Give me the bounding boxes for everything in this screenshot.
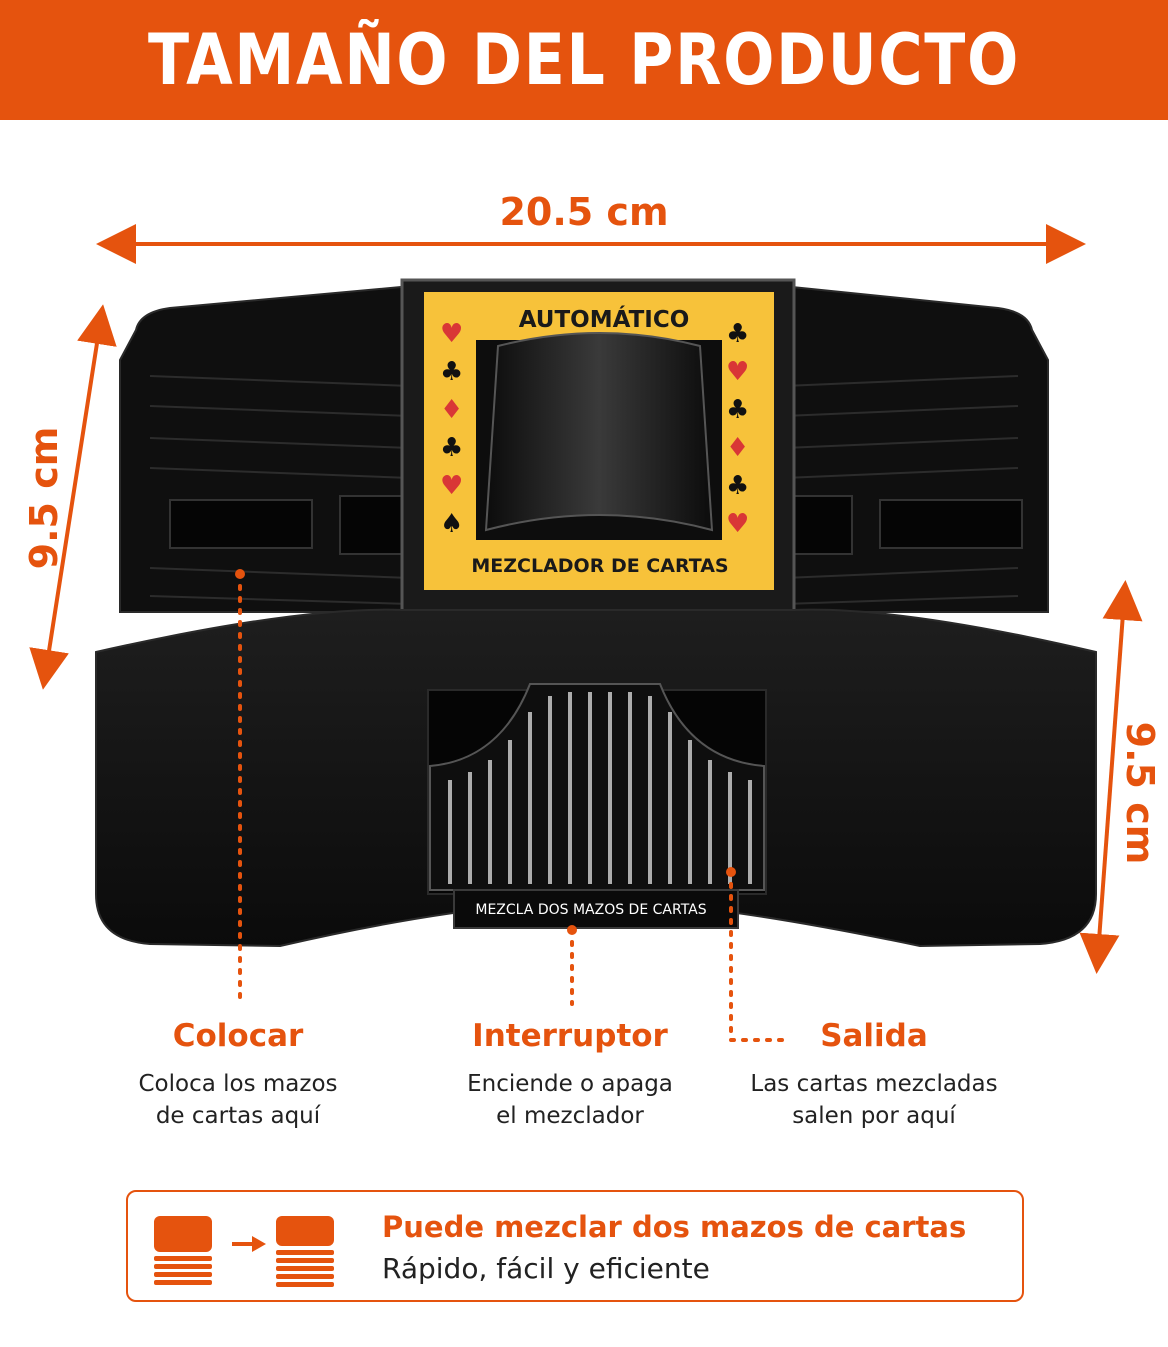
height-label: 9.5 cm: [1118, 721, 1162, 865]
heart-icon: ♥: [440, 471, 463, 501]
feature-title: Interruptor: [472, 1018, 668, 1054]
feature-colocar: Colocar Coloca los mazos de cartas aquí: [78, 1018, 398, 1132]
heart-icon: ♥: [726, 509, 749, 539]
drum: [484, 332, 714, 532]
height-arrow: [1079, 580, 1143, 974]
diamond-icon: ♦: [726, 433, 749, 463]
club-icon: ♣: [726, 319, 749, 349]
spade-icon: ♠: [440, 509, 463, 539]
right-card-tray: [781, 284, 1049, 613]
depth-arrow: [29, 304, 117, 690]
feature-salida: Salida Las cartas mezcladas salen por aq…: [714, 1018, 1034, 1132]
left-card-tray: [119, 284, 413, 613]
feature-desc-line: el mezclador: [496, 1103, 644, 1129]
pointer-salida: [729, 882, 784, 1042]
output-tray: [429, 683, 765, 891]
heart-icon: ♥: [440, 319, 463, 349]
info-subtitle: Rápido, fácil y eficiente: [382, 1252, 710, 1285]
deck-merge-icon: [154, 1216, 334, 1287]
panel-top-label: AUTOMÁTICO: [519, 305, 690, 333]
switch-label: MEZCLA DOS MAZOS DE CARTAS: [475, 902, 706, 918]
page-title: TAMAÑO DEL PRODUCTO: [147, 19, 1021, 101]
header-banner: TAMAÑO DEL PRODUCTO: [0, 0, 1168, 120]
feature-title: Salida: [820, 1018, 928, 1054]
feature-desc-line: Coloca los mazos: [138, 1071, 338, 1097]
club-icon: ♣: [726, 471, 749, 501]
feature-desc-line: de cartas aquí: [155, 1103, 321, 1129]
heart-icon: ♥: [726, 357, 749, 387]
width-label: 20.5 cm: [499, 190, 669, 234]
feature-desc-line: Enciende o apaga: [467, 1071, 673, 1097]
feature-desc-line: salen por aquí: [792, 1103, 956, 1129]
diamond-icon: ♦: [440, 395, 463, 425]
left-slot-2: [339, 495, 403, 555]
club-icon: ♣: [440, 433, 463, 463]
left-slot-1: [169, 499, 313, 549]
right-slot-2: [789, 495, 853, 555]
switch-button[interactable]: [453, 889, 739, 929]
club-icon: ♣: [726, 395, 749, 425]
feature-desc-line: Las cartas mezcladas: [750, 1071, 998, 1097]
depth-label: 9.5 cm: [22, 426, 66, 570]
panel-bottom-label: MEZCLADOR DE CARTAS: [471, 555, 728, 577]
info-box: Puede mezclar dos mazos de cartas Rápido…: [126, 1190, 1024, 1302]
info-title: Puede mezclar dos mazos de cartas: [382, 1210, 967, 1244]
right-slot-1: [879, 499, 1023, 549]
club-icon: ♣: [440, 357, 463, 387]
arrow-right-icon: [232, 1236, 266, 1252]
feature-interruptor: Interruptor Enciende o apaga el mezclado…: [410, 1018, 730, 1132]
feature-title: Colocar: [172, 1018, 304, 1054]
